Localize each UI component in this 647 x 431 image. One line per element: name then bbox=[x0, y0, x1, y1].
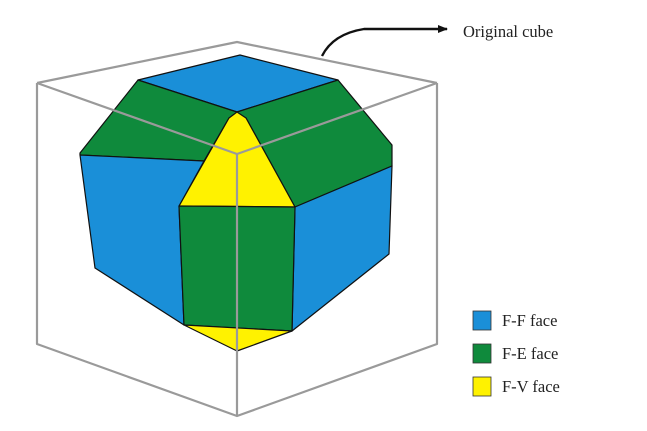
original-cube-front-edges bbox=[35, 81, 439, 418]
legend-label-ff: F-F face bbox=[502, 311, 557, 330]
legend-label-fv: F-V face bbox=[502, 377, 560, 396]
callout-arrow bbox=[320, 25, 448, 57]
original-cube-callout: Original cube bbox=[320, 22, 553, 57]
legend-swatch-ff bbox=[472, 310, 492, 331]
legend-label-fe: F-E face bbox=[502, 344, 558, 363]
legend-item-ff: F-F face bbox=[472, 310, 557, 331]
legend-swatch-fv bbox=[472, 376, 492, 397]
legend: F-F face F-E face F-V face bbox=[472, 310, 560, 397]
legend-swatch-fe bbox=[472, 343, 492, 364]
legend-item-fe: F-E face bbox=[472, 343, 558, 364]
callout-label: Original cube bbox=[463, 22, 553, 41]
cube-back-edge-top bbox=[36, 40, 438, 85]
original-cube-back-edges bbox=[36, 40, 438, 85]
legend-item-fv: F-V face bbox=[472, 376, 560, 397]
